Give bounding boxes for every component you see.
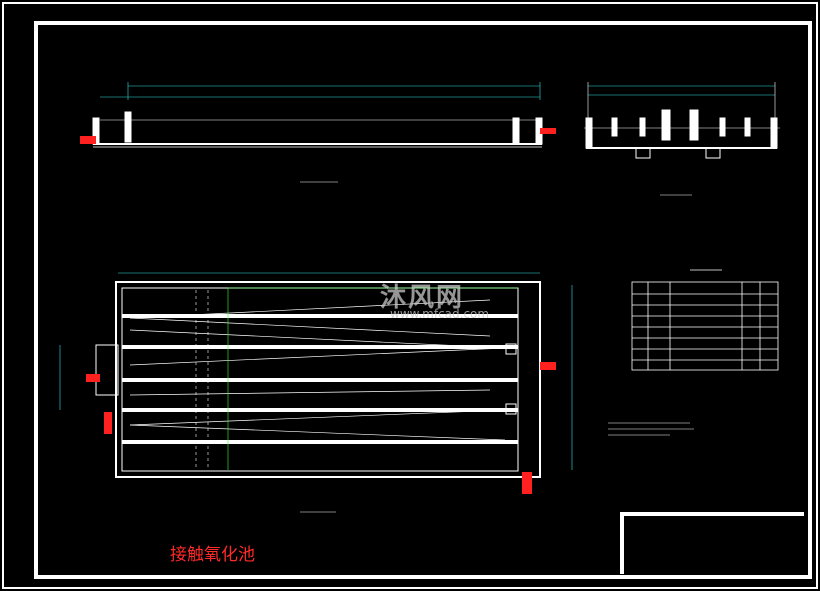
- section-view-2: [584, 82, 780, 196]
- equipment-table: [631, 269, 779, 371]
- section-view-1: [80, 82, 556, 183]
- watermark-text: 沐风网: [380, 283, 465, 313]
- plan-view: [59, 272, 573, 513]
- watermark-url: www.mfcad.com: [390, 307, 490, 321]
- title-block: [620, 512, 804, 574]
- watermark: 沐风网 www.mfcad.com: [330, 277, 500, 325]
- drawing-inner-border: [34, 21, 812, 579]
- drawing-title: 接触氧化池: [170, 545, 255, 565]
- notes-lines: [608, 422, 694, 436]
